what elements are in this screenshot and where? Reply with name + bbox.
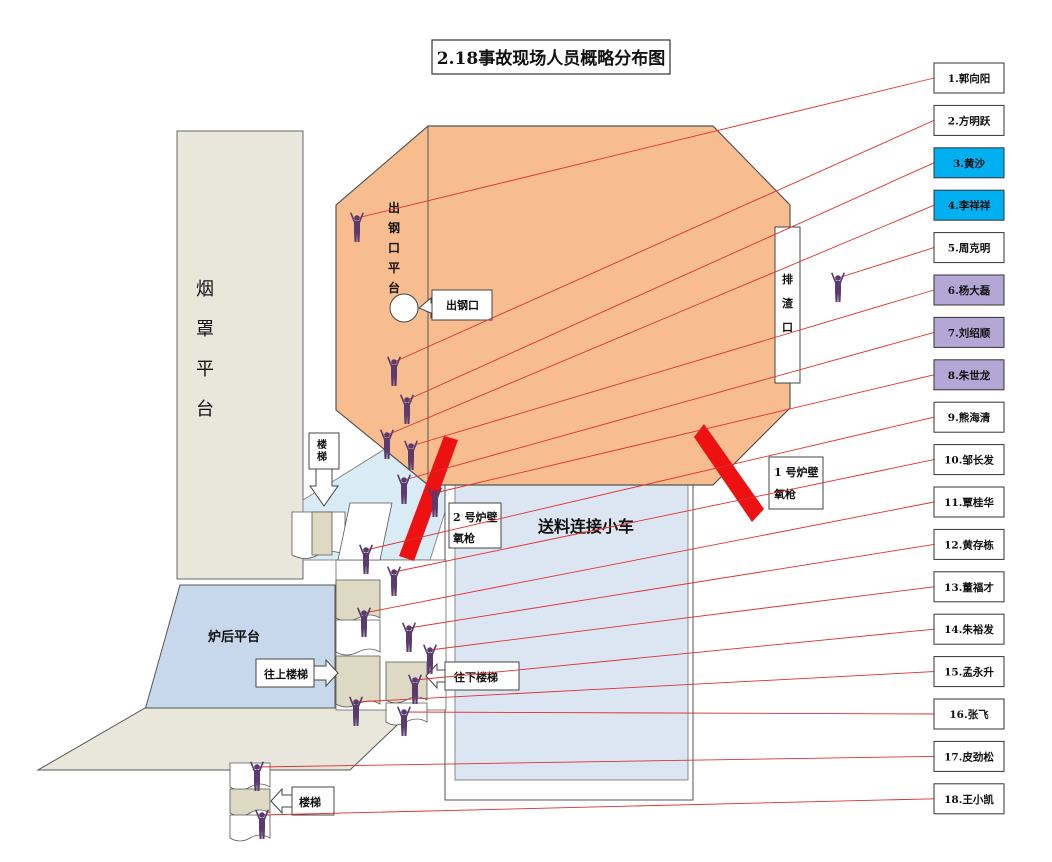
feed-car-label: 送料连接小车 (537, 517, 634, 536)
person-label-box (933, 232, 1005, 264)
stair-up-1 (335, 579, 381, 622)
furnace (335, 125, 791, 486)
furnace2-lance-label: 2 号炉壁 (453, 510, 497, 524)
rear-platform (144, 584, 336, 711)
tap-hole-label: 出钢口 (446, 298, 479, 312)
leader-line (837, 247, 935, 279)
furnace1-lance-label-2: 氧枪 (773, 487, 796, 501)
stairs-arrow-top (309, 468, 339, 507)
leader-line (410, 289, 935, 447)
person-label-box (933, 571, 1005, 603)
person-label: 11.覃桂华 (944, 496, 994, 509)
stairs-callout-top (308, 432, 340, 470)
person-label-box (933, 486, 1005, 518)
title-box (431, 39, 671, 75)
stairs-label-top: 楼梯 (317, 438, 327, 463)
leader-line (408, 543, 935, 629)
person-label: 3.黄沙 (953, 157, 985, 170)
leader-line (356, 77, 935, 219)
person-label-box (933, 147, 1005, 179)
stair-upper-right (337, 502, 393, 561)
leader-line (363, 501, 935, 614)
furnace2-lance-label-2: 氧枪 (452, 531, 475, 545)
stair-up-3 (335, 655, 381, 708)
lower-floor (36, 707, 417, 771)
person-label-box (933, 613, 1005, 645)
person-label: 15.孟永升 (944, 666, 994, 679)
furnace1-lance-callout (768, 456, 824, 510)
person-label-box (933, 62, 1005, 94)
page-title: 2.18事故现场人员概略分布图 (437, 48, 665, 69)
person-label-box (933, 444, 1005, 476)
leader-line (414, 628, 935, 681)
leader-line (261, 798, 935, 816)
up-stairs-callout (255, 658, 315, 688)
person-labels: 1.郭向阳 2.方明跃 3.黄沙 4.李祥祥 5.周克明 6.杨大磊 7.刘绍顺 8.朱世龙 9… (933, 62, 1005, 815)
person-label: 12.黄存栋 (944, 538, 994, 551)
person-label: 13.董福才 (944, 581, 994, 594)
person-label-box (933, 783, 1005, 815)
person-label-box (933, 189, 1005, 221)
person-label: 4.李祥祥 (948, 199, 991, 212)
person-label-box (933, 698, 1005, 730)
slag-hole-label: 排渣口 (782, 272, 794, 334)
down-stairs-arrow (425, 662, 446, 690)
hood-platform (176, 130, 304, 580)
furnace1-lance-label: 1 号炉壁 (774, 465, 818, 479)
stairs-label-bottom: 楼梯 (299, 795, 321, 809)
person-label: 8.朱世龙 (948, 369, 991, 382)
leader-line (393, 119, 935, 363)
hood-platform-label: 烟罩平台 (196, 279, 214, 420)
stair-down-1 (385, 661, 428, 704)
rear-platform-label: 炉后平台 (208, 629, 260, 645)
leader-line (434, 374, 935, 494)
stair-bottom-2 (229, 788, 271, 817)
person-icon (831, 272, 845, 302)
person-label-box (933, 104, 1005, 136)
slag-hole (774, 226, 801, 384)
person-label: 16.张飞 (949, 708, 989, 721)
person-label: 5.周克明 (948, 242, 990, 255)
person-label: 17.皮劲松 (944, 750, 994, 763)
leader-line (403, 331, 935, 481)
leader-line (365, 416, 935, 551)
person-label-box (933, 359, 1005, 391)
stair-upper-mid (311, 511, 333, 556)
person-label-box (933, 528, 1005, 560)
person-label: 9.熊海清 (948, 411, 991, 424)
tap-hole-callout (431, 289, 493, 321)
furnace1-lance (694, 424, 764, 522)
person-label: 2.方明跃 (948, 114, 991, 127)
leader-line (393, 459, 935, 573)
person-label: 10.邹长发 (944, 454, 994, 467)
person-label-box (933, 656, 1005, 688)
person-label-box (933, 274, 1005, 306)
stairs-callout-bottom (291, 786, 335, 816)
furnace2-lance-callout (448, 502, 502, 549)
leader-line (256, 755, 935, 768)
tap-platform-label: 出钢口平台 (388, 200, 400, 295)
person-label: 18.王小凯 (944, 793, 994, 806)
stair-up-2 (335, 619, 381, 656)
tap-hole (389, 293, 419, 323)
leader-line (403, 711, 935, 715)
up-stairs-label: 往上楼梯 (264, 667, 308, 681)
leader-line (406, 162, 935, 401)
person-label: 7.刘绍顺 (948, 326, 991, 339)
leader-line (429, 586, 935, 651)
person-label: 6.杨大磊 (948, 284, 991, 297)
up-stairs-arrow (313, 658, 339, 688)
person-label-box (933, 401, 1005, 433)
person-label: 14.朱裕发 (944, 623, 994, 636)
down-stairs-label: 往下楼梯 (454, 670, 498, 684)
leader-line (386, 204, 935, 436)
stairs-arrow-bottom (270, 787, 293, 815)
person-label: 1.郭向阳 (948, 72, 990, 85)
leader-lines (256, 77, 935, 816)
person-label-box (933, 316, 1005, 348)
leader-line (355, 671, 935, 703)
furnace2-lance (399, 436, 458, 561)
person-label-box (933, 740, 1005, 772)
